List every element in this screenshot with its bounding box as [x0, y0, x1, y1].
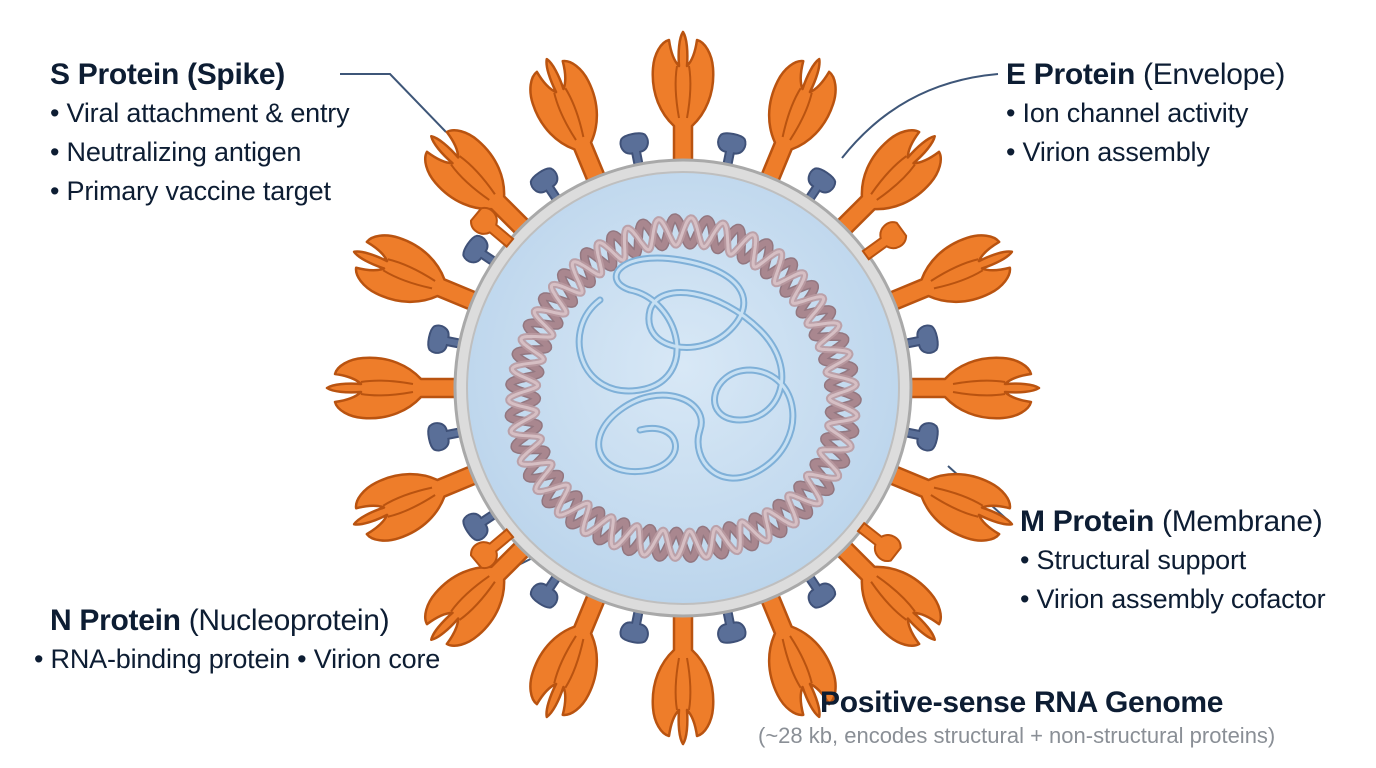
- m-protein: [462, 234, 503, 270]
- leader-e: [841, 73, 999, 159]
- n-protein-title: N Protein (Nucleoprotein): [50, 604, 390, 637]
- m-protein: [898, 324, 939, 354]
- nucleocapsid-coil: [504, 213, 862, 563]
- m-protein: [529, 568, 565, 609]
- spike-protein: [758, 588, 837, 719]
- spike-protein: [352, 234, 483, 313]
- m-proteins: [427, 132, 939, 644]
- rna-genome-title: Positive-sense RNA Genome: [820, 686, 1224, 719]
- spike-protein: [651, 608, 715, 746]
- m-protein: [462, 506, 503, 542]
- spike-protein: [758, 57, 837, 188]
- m-protein-title: M Protein (Membrane): [1020, 505, 1323, 538]
- rna-strand: [575, 254, 797, 482]
- e-proteins: [470, 206, 908, 570]
- m-protein-bullet-1: • Structural support: [1020, 545, 1247, 575]
- spike-protein: [424, 537, 534, 647]
- leader-s: [340, 73, 447, 133]
- s-protein-bullet-1: • Viral attachment & entry: [50, 98, 350, 128]
- m-protein-bullet-2: • Virion assembly cofactor: [1020, 584, 1326, 614]
- m-protein-label: M Protein (Membrane) • Structural suppor…: [1020, 503, 1326, 619]
- spike-protein: [352, 463, 483, 542]
- e-protein: [856, 521, 902, 562]
- m-protein: [427, 422, 468, 452]
- s-protein-label: S Protein (Spike) • Viral attachment & e…: [50, 56, 350, 211]
- m-protein: [717, 603, 747, 644]
- e-protein-title: E Protein (Envelope): [1006, 58, 1286, 91]
- spike-protein: [529, 588, 608, 719]
- n-protein-label: N Protein (Nucleoprotein) • RNA-binding …: [34, 602, 440, 679]
- spike-protein: [883, 234, 1014, 313]
- e-protein-bullet-1: • Ion channel activity: [1006, 98, 1249, 128]
- rna-genome-label: Positive-sense RNA Genome (~28 kb, encod…: [758, 684, 1275, 750]
- m-protein: [619, 603, 649, 644]
- spike-protein: [832, 537, 942, 647]
- m-protein: [898, 422, 939, 452]
- spike-protein: [832, 129, 942, 239]
- e-protein-bullet-2: • Virion assembly: [1006, 137, 1210, 167]
- rna-genome-note: (~28 kb, encodes structural + non-struct…: [758, 723, 1276, 748]
- spike-protein: [325, 356, 463, 420]
- m-protein: [801, 568, 837, 609]
- m-protein: [427, 324, 468, 354]
- spike-protein: [903, 356, 1041, 420]
- spike-protein: [529, 57, 608, 188]
- spike-protein: [883, 463, 1014, 542]
- m-protein: [717, 132, 747, 173]
- e-protein: [861, 221, 908, 261]
- spike-protein: [424, 129, 534, 239]
- s-protein-bullet-3: • Primary vaccine target: [50, 176, 331, 206]
- e-protein-label: E Protein (Envelope) • Ion channel activ…: [1006, 56, 1285, 172]
- n-protein-bullet-1: • RNA-binding protein • Virion core: [34, 644, 441, 674]
- e-protein: [470, 206, 515, 248]
- e-protein: [470, 528, 515, 570]
- spike-protein: [651, 30, 715, 168]
- m-protein: [619, 132, 649, 173]
- m-protein: [801, 167, 837, 208]
- s-protein-bullet-2: • Neutralizing antigen: [50, 137, 302, 167]
- s-protein-title: S Protein (Spike): [50, 58, 285, 91]
- m-protein: [529, 167, 565, 208]
- spike-proteins: [325, 30, 1041, 746]
